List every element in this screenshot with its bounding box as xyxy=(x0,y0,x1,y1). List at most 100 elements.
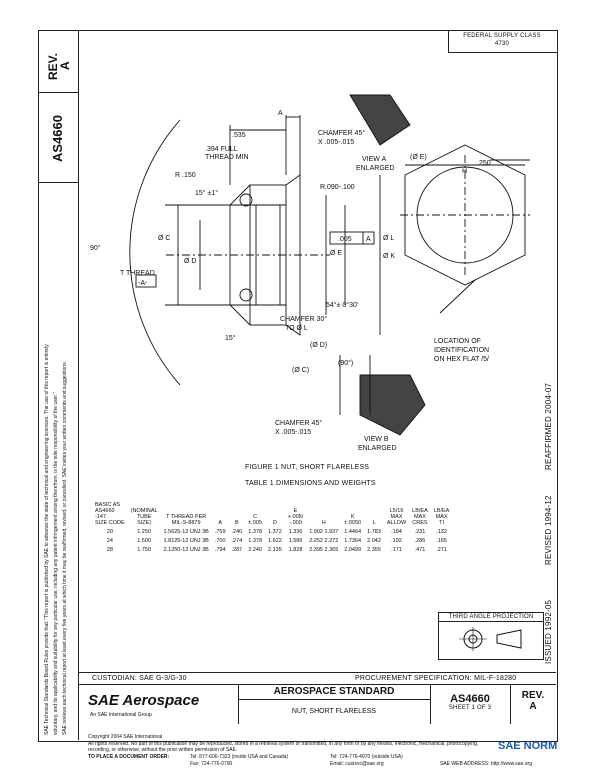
rev-box: REV. A xyxy=(510,684,556,724)
figure-caption: FIGURE 1 NUT, SHORT FLARELESS xyxy=(245,464,370,471)
dia-c2: (Ø C) xyxy=(292,367,309,374)
rev-value: A xyxy=(529,701,537,712)
cell: 1.586 xyxy=(288,538,303,544)
header-thread: T THREAD PER MIL-S-8879 xyxy=(166,514,207,526)
sae-logo-text: SAE Aerospace xyxy=(88,692,200,709)
doc-title: NUT, SHORT FLARELESS xyxy=(291,708,377,715)
rights-2: recording, or otherwise, without the pri… xyxy=(88,747,238,753)
cell: 2.1250-12 UNJ 3B xyxy=(163,547,209,553)
side-disclaimer-3: SAE reviews each technical report at lea… xyxy=(62,361,68,735)
dim-a: A xyxy=(278,110,283,117)
fax: Fax: 724-776-0790 xyxy=(190,761,233,767)
dia-l: Ø L xyxy=(383,235,394,242)
cell: .759 xyxy=(214,529,226,535)
dia-d: Ø D xyxy=(184,258,196,265)
cell: 2.042 xyxy=(367,538,381,544)
header-d: D xyxy=(272,520,277,526)
cell: 1.5625-12 UNJ 3B xyxy=(163,529,209,535)
cell: 1.4464 xyxy=(344,529,362,535)
brand-sub: An SAE International Group xyxy=(90,712,152,718)
custodian: CUSTODIAN: SAE G-3/G-30 xyxy=(92,675,187,682)
cell: 2.0499 xyxy=(344,547,362,553)
cell: .231 xyxy=(414,529,426,535)
angle-15: 15° ±1° xyxy=(195,189,218,197)
web-address: SAE WEB ADDRESS: http://www.sae.org xyxy=(440,761,532,767)
side-divider xyxy=(38,182,78,183)
header-k: K ±.0050 xyxy=(344,514,362,526)
fsc-box xyxy=(448,30,557,53)
cell: .184 xyxy=(391,529,402,535)
dim-250: .250 xyxy=(477,160,491,167)
cell: .794 xyxy=(214,547,226,553)
header-tube-size: (NOMINAL TUBE SIZE) xyxy=(130,508,158,526)
cell: 1.336 xyxy=(288,529,303,535)
rule xyxy=(78,684,556,685)
cell: 28 xyxy=(106,547,113,553)
tel-outside: Tel: 724-776-4970 (outside USA) xyxy=(330,754,403,760)
cell: 2.355 xyxy=(367,547,381,553)
issued-date: ISSUED 1992-05 xyxy=(544,599,553,664)
dia-e2: Ø E xyxy=(330,250,342,257)
tel-usa: Tel: 877-606-7323 (inside USA and Canada… xyxy=(190,754,289,760)
radius-150: R .150 xyxy=(175,172,196,179)
cell: 20 xyxy=(106,529,113,535)
header-b: B xyxy=(235,520,239,526)
angle-90b: (90°) xyxy=(338,359,353,367)
title-box: AEROSPACE STANDARD NUT, SHORT FLARELESS xyxy=(238,684,431,724)
chamfer-tol-b: X .005-.015 xyxy=(275,429,311,436)
header-l516: L5/16 MAX ALLOW xyxy=(386,508,407,526)
header-size-code: BASIC AS AS4660 -147 SIZE CODE xyxy=(95,502,125,526)
cell: .286 xyxy=(414,538,426,544)
cell: 1.750 xyxy=(137,547,151,553)
header-l: L xyxy=(372,520,376,526)
reaffirmed-date: REAFFIRMED 2004-07 xyxy=(544,382,553,470)
cell: 2.395 2.365 xyxy=(309,547,339,553)
cell: 1.622 xyxy=(268,538,282,544)
order-label: TO PLACE A DOCUMENT ORDER: xyxy=(88,754,170,760)
dimensions-table: BASIC AS AS4660 -147 SIZE CODE (NOMINAL … xyxy=(92,502,452,553)
cell: 1.378 xyxy=(248,538,262,544)
cell: 1.250 xyxy=(137,529,151,535)
fsc-label: FEDERAL SUPPLY CLASS xyxy=(463,33,541,39)
header-c: C ±.005 xyxy=(248,514,262,526)
table-row: 28 1.750 2.1250-12 UNJ 3B .794 .287 2.240 2.13… xyxy=(92,544,452,553)
dim-h: H xyxy=(462,168,467,175)
header-a: A xyxy=(218,520,222,526)
cell: 2.135 xyxy=(268,547,282,553)
angle-90: 90° xyxy=(90,244,101,252)
cell: 1.378 xyxy=(248,529,262,535)
chamfer-45: CHAMFER 45° xyxy=(318,129,365,137)
angle-arc xyxy=(129,119,181,386)
dia-d2: (Ø D) xyxy=(310,342,327,349)
side-disclaimer-1: SAE Technical Standards Board Rules prov… xyxy=(44,344,50,735)
cell: 24 xyxy=(106,538,113,544)
table-header-row: BASIC AS AS4660 -147 SIZE CODE (NOMINAL … xyxy=(92,502,452,526)
cell: 1.372 xyxy=(268,529,282,535)
thread-datum: -A- xyxy=(138,280,148,287)
cell: 2.240 xyxy=(248,547,262,553)
angle-15b: 15° xyxy=(225,334,236,342)
header-weight-ti: LB/EA MAX TI xyxy=(433,508,450,526)
radius-090: R.090-.100 xyxy=(320,184,355,191)
rev-label: REV. xyxy=(521,690,545,701)
dim-394: .394 FULL xyxy=(205,146,238,153)
doc-box: AS4660 SHEET 1 OF 3 xyxy=(430,684,511,724)
left-side-strip xyxy=(38,30,79,740)
cell: .192 xyxy=(391,538,402,544)
view-a: VIEW A xyxy=(362,156,386,163)
chamfer-30: CHAMFER 30° xyxy=(280,315,327,323)
enlarged-b: ENLARGED xyxy=(358,445,397,452)
brand-box: SAE Aerospace An SAE International Group xyxy=(78,684,239,724)
cell: .287 xyxy=(231,547,243,553)
drawing-frame xyxy=(38,30,558,742)
sae-logo: SAE Aerospace xyxy=(88,692,199,709)
table-caption: TABLE 1 DIMENSIONS AND WEIGHTS xyxy=(245,480,376,487)
header-weight-cres: LB/EA MAX CRES xyxy=(412,508,428,526)
cell: 1.500 xyxy=(137,538,151,544)
header-e: E +.005/ -.000 xyxy=(287,508,304,526)
cell: .132 xyxy=(436,529,447,535)
tol-005: .005 xyxy=(338,236,352,243)
dia-e: (Ø E) xyxy=(410,154,427,161)
